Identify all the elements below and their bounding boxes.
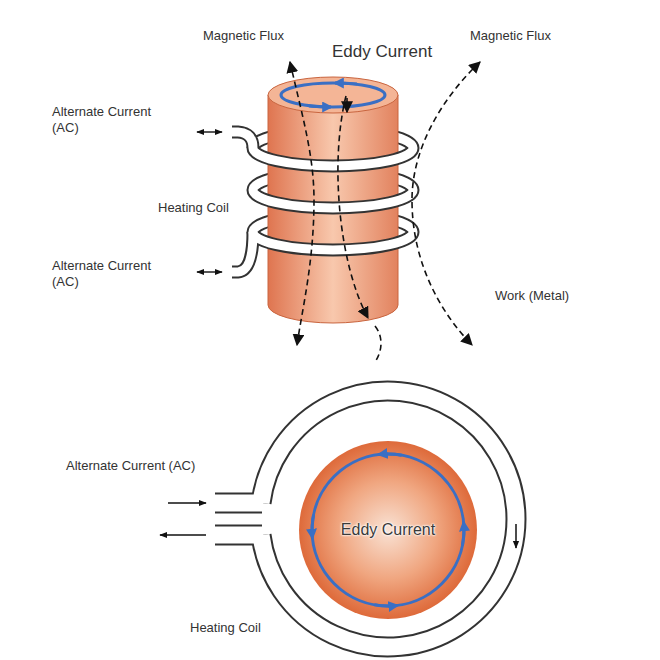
label-text: Alternate Current (AC) <box>52 258 151 289</box>
label: Heating Coil <box>190 620 278 636</box>
label: Eddy Current <box>332 42 472 62</box>
label-text: Heating Coil <box>190 620 261 635</box>
label-text: Alternate Current (AC) <box>52 104 151 135</box>
heating-coil-ring <box>213 391 516 647</box>
work-disc: Eddy Current <box>298 440 478 620</box>
label: Heating Coil <box>158 200 246 216</box>
magnetic-flux-line <box>290 62 480 362</box>
label: Work (Metal) <box>495 288 615 304</box>
label-text: Alternate Current (AC) <box>66 458 195 473</box>
label-text: Heating Coil <box>158 200 229 215</box>
label: Alternate Current (AC) <box>52 104 177 136</box>
node-text: Eddy Current <box>341 521 435 539</box>
label-text: Work (Metal) <box>495 288 569 303</box>
label: Alternate Current (AC) <box>66 458 236 474</box>
eddy-current-loop <box>281 83 385 107</box>
ac-arrow <box>160 503 206 535</box>
heating-coil <box>226 132 413 272</box>
label: Alternate Current (AC) <box>52 258 177 290</box>
flux-arrow <box>346 98 348 112</box>
label-text: Eddy Current <box>332 42 432 61</box>
label-text: Magnetic Flux <box>203 28 284 43</box>
label: Magnetic Flux <box>203 28 313 44</box>
label: Magnetic Flux <box>470 28 580 44</box>
label-text: Magnetic Flux <box>470 28 551 43</box>
